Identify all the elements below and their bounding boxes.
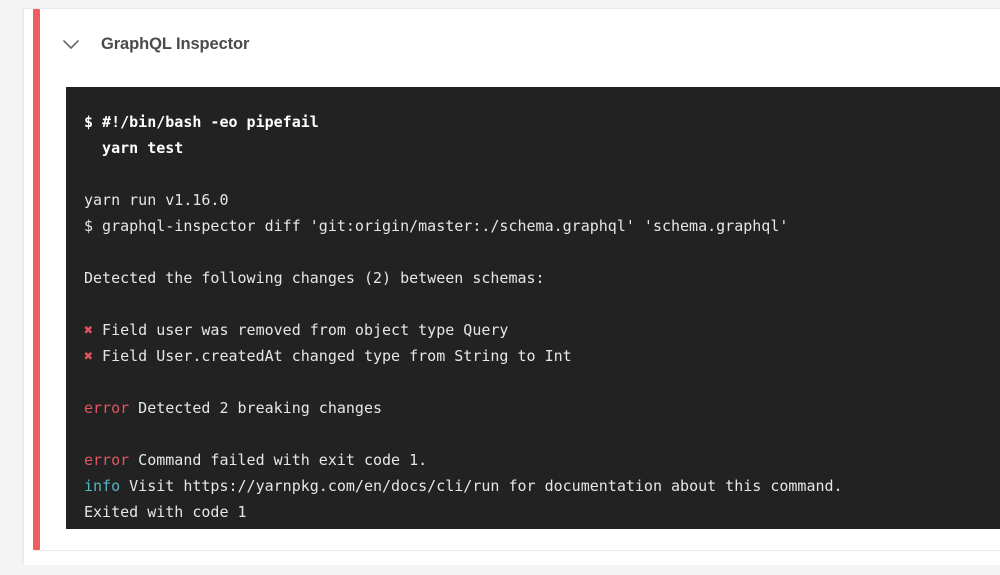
card-divider (33, 550, 1000, 551)
log-level-error: error (84, 399, 130, 417)
terminal-line (84, 291, 1000, 317)
status-rail-failed (33, 9, 40, 550)
terminal-line: error Detected 2 breaking changes (84, 395, 1000, 421)
chevron-down-icon[interactable] (58, 31, 84, 57)
terminal-line: yarn test (84, 139, 184, 157)
card-left-edge (22, 8, 24, 565)
terminal-line: $ #!/bin/bash -eo pipefail (84, 113, 319, 131)
terminal-line: Exited with code 1 (84, 503, 247, 521)
terminal-line-text: Field User.createdAt changed type from S… (93, 347, 572, 365)
terminal-log-output[interactable]: $ #!/bin/bash -eo pipefail yarn test yar… (66, 87, 1000, 529)
terminal-line-text: Visit https://yarnpkg.com/en/docs/cli/ru… (120, 477, 843, 495)
terminal-line: yarn run v1.16.0 (84, 191, 229, 209)
terminal-line-text: Detected 2 breaking changes (129, 399, 383, 417)
terminal-line-text: Field user was removed from object type … (93, 321, 509, 339)
terminal-line-text: Command failed with exit code 1. (129, 451, 428, 469)
terminal-line: $ graphql-inspector diff 'git:origin/mas… (84, 217, 789, 235)
terminal-line: Detected the following changes (2) betwe… (84, 269, 545, 287)
log-level-error: error (84, 451, 130, 469)
terminal-line (84, 161, 1000, 187)
terminal-line: ✖ Field user was removed from object typ… (84, 317, 1000, 343)
terminal-line: ✖ Field User.createdAt changed type from… (84, 343, 1000, 369)
terminal-line (84, 369, 1000, 395)
build-step-header[interactable]: GraphQL Inspector (33, 9, 1000, 79)
breaking-change-icon: ✖ (84, 321, 94, 339)
card-footer (33, 551, 1000, 565)
terminal-line (84, 421, 1000, 447)
log-level-info: info (84, 477, 121, 495)
terminal-line (84, 239, 1000, 265)
terminal-line: info Visit https://yarnpkg.com/en/docs/c… (84, 473, 1000, 499)
page-title: GraphQL Inspector (101, 34, 250, 53)
breaking-change-icon: ✖ (84, 347, 94, 365)
build-step-card: GraphQL Inspector $ #!/bin/bash -eo pipe… (24, 8, 1000, 565)
terminal-line: error Command failed with exit code 1. (84, 447, 1000, 473)
